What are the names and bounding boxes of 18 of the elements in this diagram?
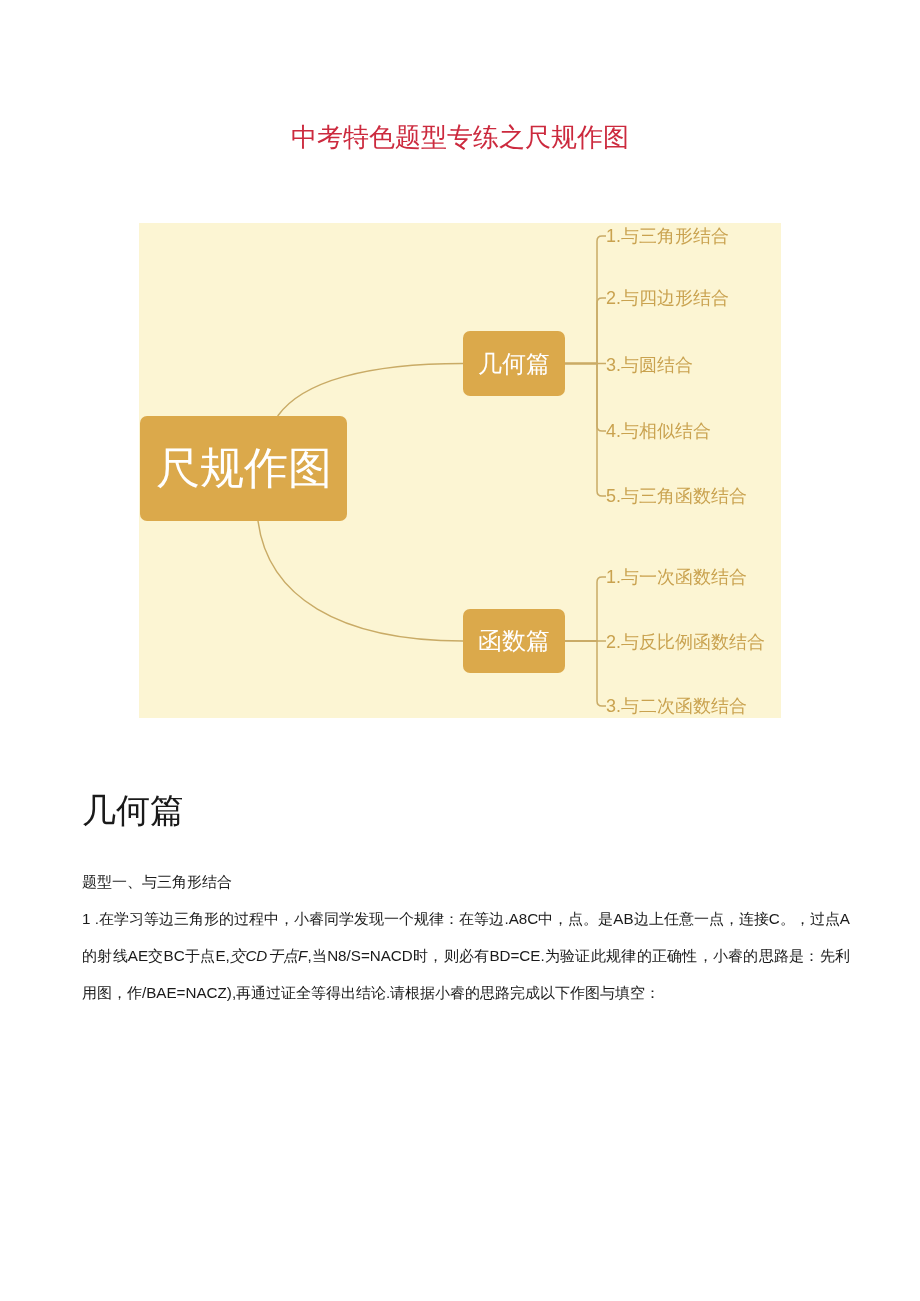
branch-label: 1.与一次函数结合 <box>606 567 747 587</box>
section-heading: 几何篇 <box>82 790 184 830</box>
branch-label: 2.与反比例函数结合 <box>606 632 765 652</box>
branch-label: 2.与四边形结合 <box>606 288 729 308</box>
connector-line <box>276 362 464 417</box>
subsection-heading: 题型一、与三角形结合 <box>82 872 232 892</box>
problem-text: 1 .在学习等边三角形的过程中，小睿同学发现一个规律：在等边.A8C中，点。是AB边上任意一点，连接C。，过点A的射线AE交BC于点E,交CD于点F,当N8/S=NACD时，则必有BD=CE.为验证此规律的正确性，小睿的思路是：先利用图，作/BAE=NACZ),再通过证全等得出结论.请根据小睿的思路完成以下作图与填空： <box>82 909 850 1003</box>
branch-label: 3.与二次函数结合 <box>606 696 747 716</box>
branch-label: 5.与三角函数结合 <box>606 486 747 506</box>
document-title: 中考特色题型专练之尺规作图 <box>291 121 629 153</box>
topic-box: 函数篇 <box>463 609 565 673</box>
branch-label: 3.与圆结合 <box>606 355 693 375</box>
topic-box: 几何篇 <box>463 331 565 396</box>
branch-label: 1.与三角形结合 <box>606 226 729 246</box>
topic-box: 尺规作图 <box>140 416 347 521</box>
connector-line <box>257 520 464 642</box>
connector-line <box>564 640 607 707</box>
branch-label: 4.与相似结合 <box>606 421 711 441</box>
